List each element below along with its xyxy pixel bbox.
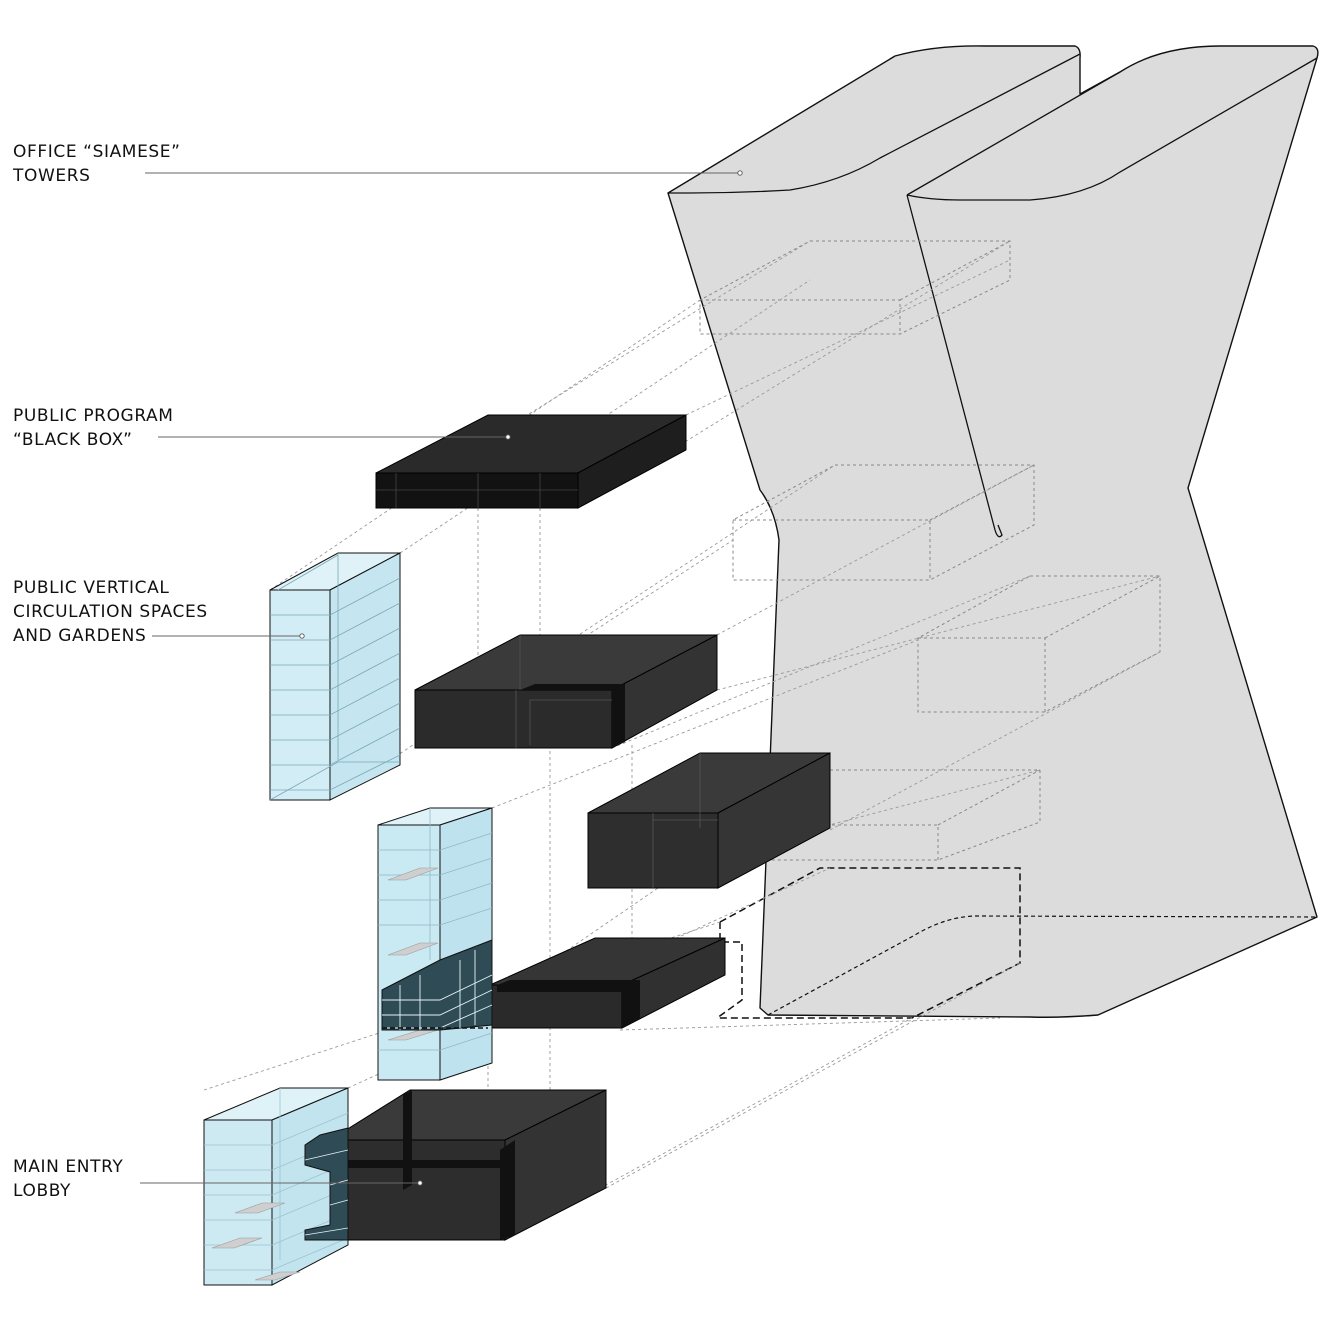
leader-lines: [140, 172, 740, 1184]
label-line: OFFICE “SIAMESE”: [13, 142, 181, 162]
label-line: TOWERS: [13, 166, 91, 186]
label-line: AND GARDENS: [13, 626, 147, 646]
program-box-4: [489, 937, 726, 1029]
glass-volume-3: [203, 1087, 349, 1286]
tower-base-dashed-edge: [767, 915, 1318, 1016]
lobby-ghost-dashed: [716, 867, 1021, 1019]
glass-volume-1: [269, 552, 401, 801]
label-line: CIRCULATION SPACES: [13, 602, 208, 622]
label-line: PUBLIC PROGRAM: [13, 406, 174, 426]
label-office-towers: OFFICE “SIAMESE” TOWERS: [13, 140, 181, 188]
label-line: LOBBY: [13, 1181, 72, 1201]
program-box-2: [414, 634, 718, 749]
label-line: PUBLIC VERTICAL: [13, 578, 170, 598]
lobby-box: [328, 1089, 607, 1241]
label-entry-lobby: MAIN ENTRY LOBBY: [13, 1155, 123, 1203]
tower-front-top-edge: [668, 53, 1081, 194]
glass-volume-2: [377, 807, 493, 1081]
leader-dots: [299, 170, 743, 1186]
label-line: MAIN ENTRY: [13, 1157, 124, 1177]
label-line: “BLACK BOX”: [13, 430, 133, 450]
label-vertical-circulation: PUBLIC VERTICAL CIRCULATION SPACES AND G…: [13, 576, 208, 648]
program-box-3: [587, 752, 831, 889]
tower-split-line: [906, 57, 1318, 538]
label-black-box: PUBLIC PROGRAM “BLACK BOX”: [13, 404, 174, 452]
black-box-volume: [375, 414, 687, 509]
office-towers: [667, 45, 1319, 1019]
